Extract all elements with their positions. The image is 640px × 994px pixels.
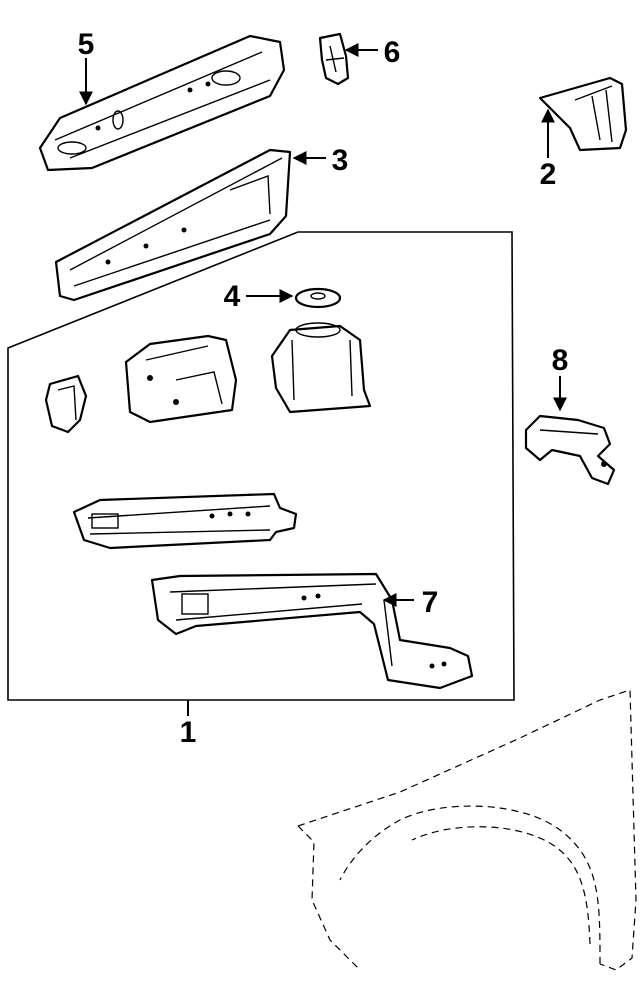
part-3-inner-rail[interactable] xyxy=(54,148,292,302)
strut-mount-tower[interactable] xyxy=(270,322,372,414)
part-5-upper-rail[interactable] xyxy=(38,34,286,172)
callout-6: 6 xyxy=(384,36,401,69)
callout-5: 5 xyxy=(78,28,95,61)
callout-3: 3 xyxy=(332,144,349,177)
small-bracket[interactable] xyxy=(44,374,88,434)
part-6-bracket[interactable] xyxy=(318,32,350,86)
part-4-washer[interactable] xyxy=(294,287,342,309)
callout-2: 2 xyxy=(540,158,557,191)
assembly-outline xyxy=(7,231,515,701)
callout-7: 7 xyxy=(422,586,439,619)
apron-panel[interactable] xyxy=(124,334,238,424)
callout-8: 8 xyxy=(552,344,569,377)
callout-1: 1 xyxy=(180,716,197,749)
fender-reference-outline xyxy=(297,689,637,971)
frame-rail-section[interactable] xyxy=(72,492,298,550)
part-2-gusset[interactable] xyxy=(538,76,628,152)
callout-4: 4 xyxy=(224,280,241,313)
part-8-bracket[interactable] xyxy=(524,414,616,486)
